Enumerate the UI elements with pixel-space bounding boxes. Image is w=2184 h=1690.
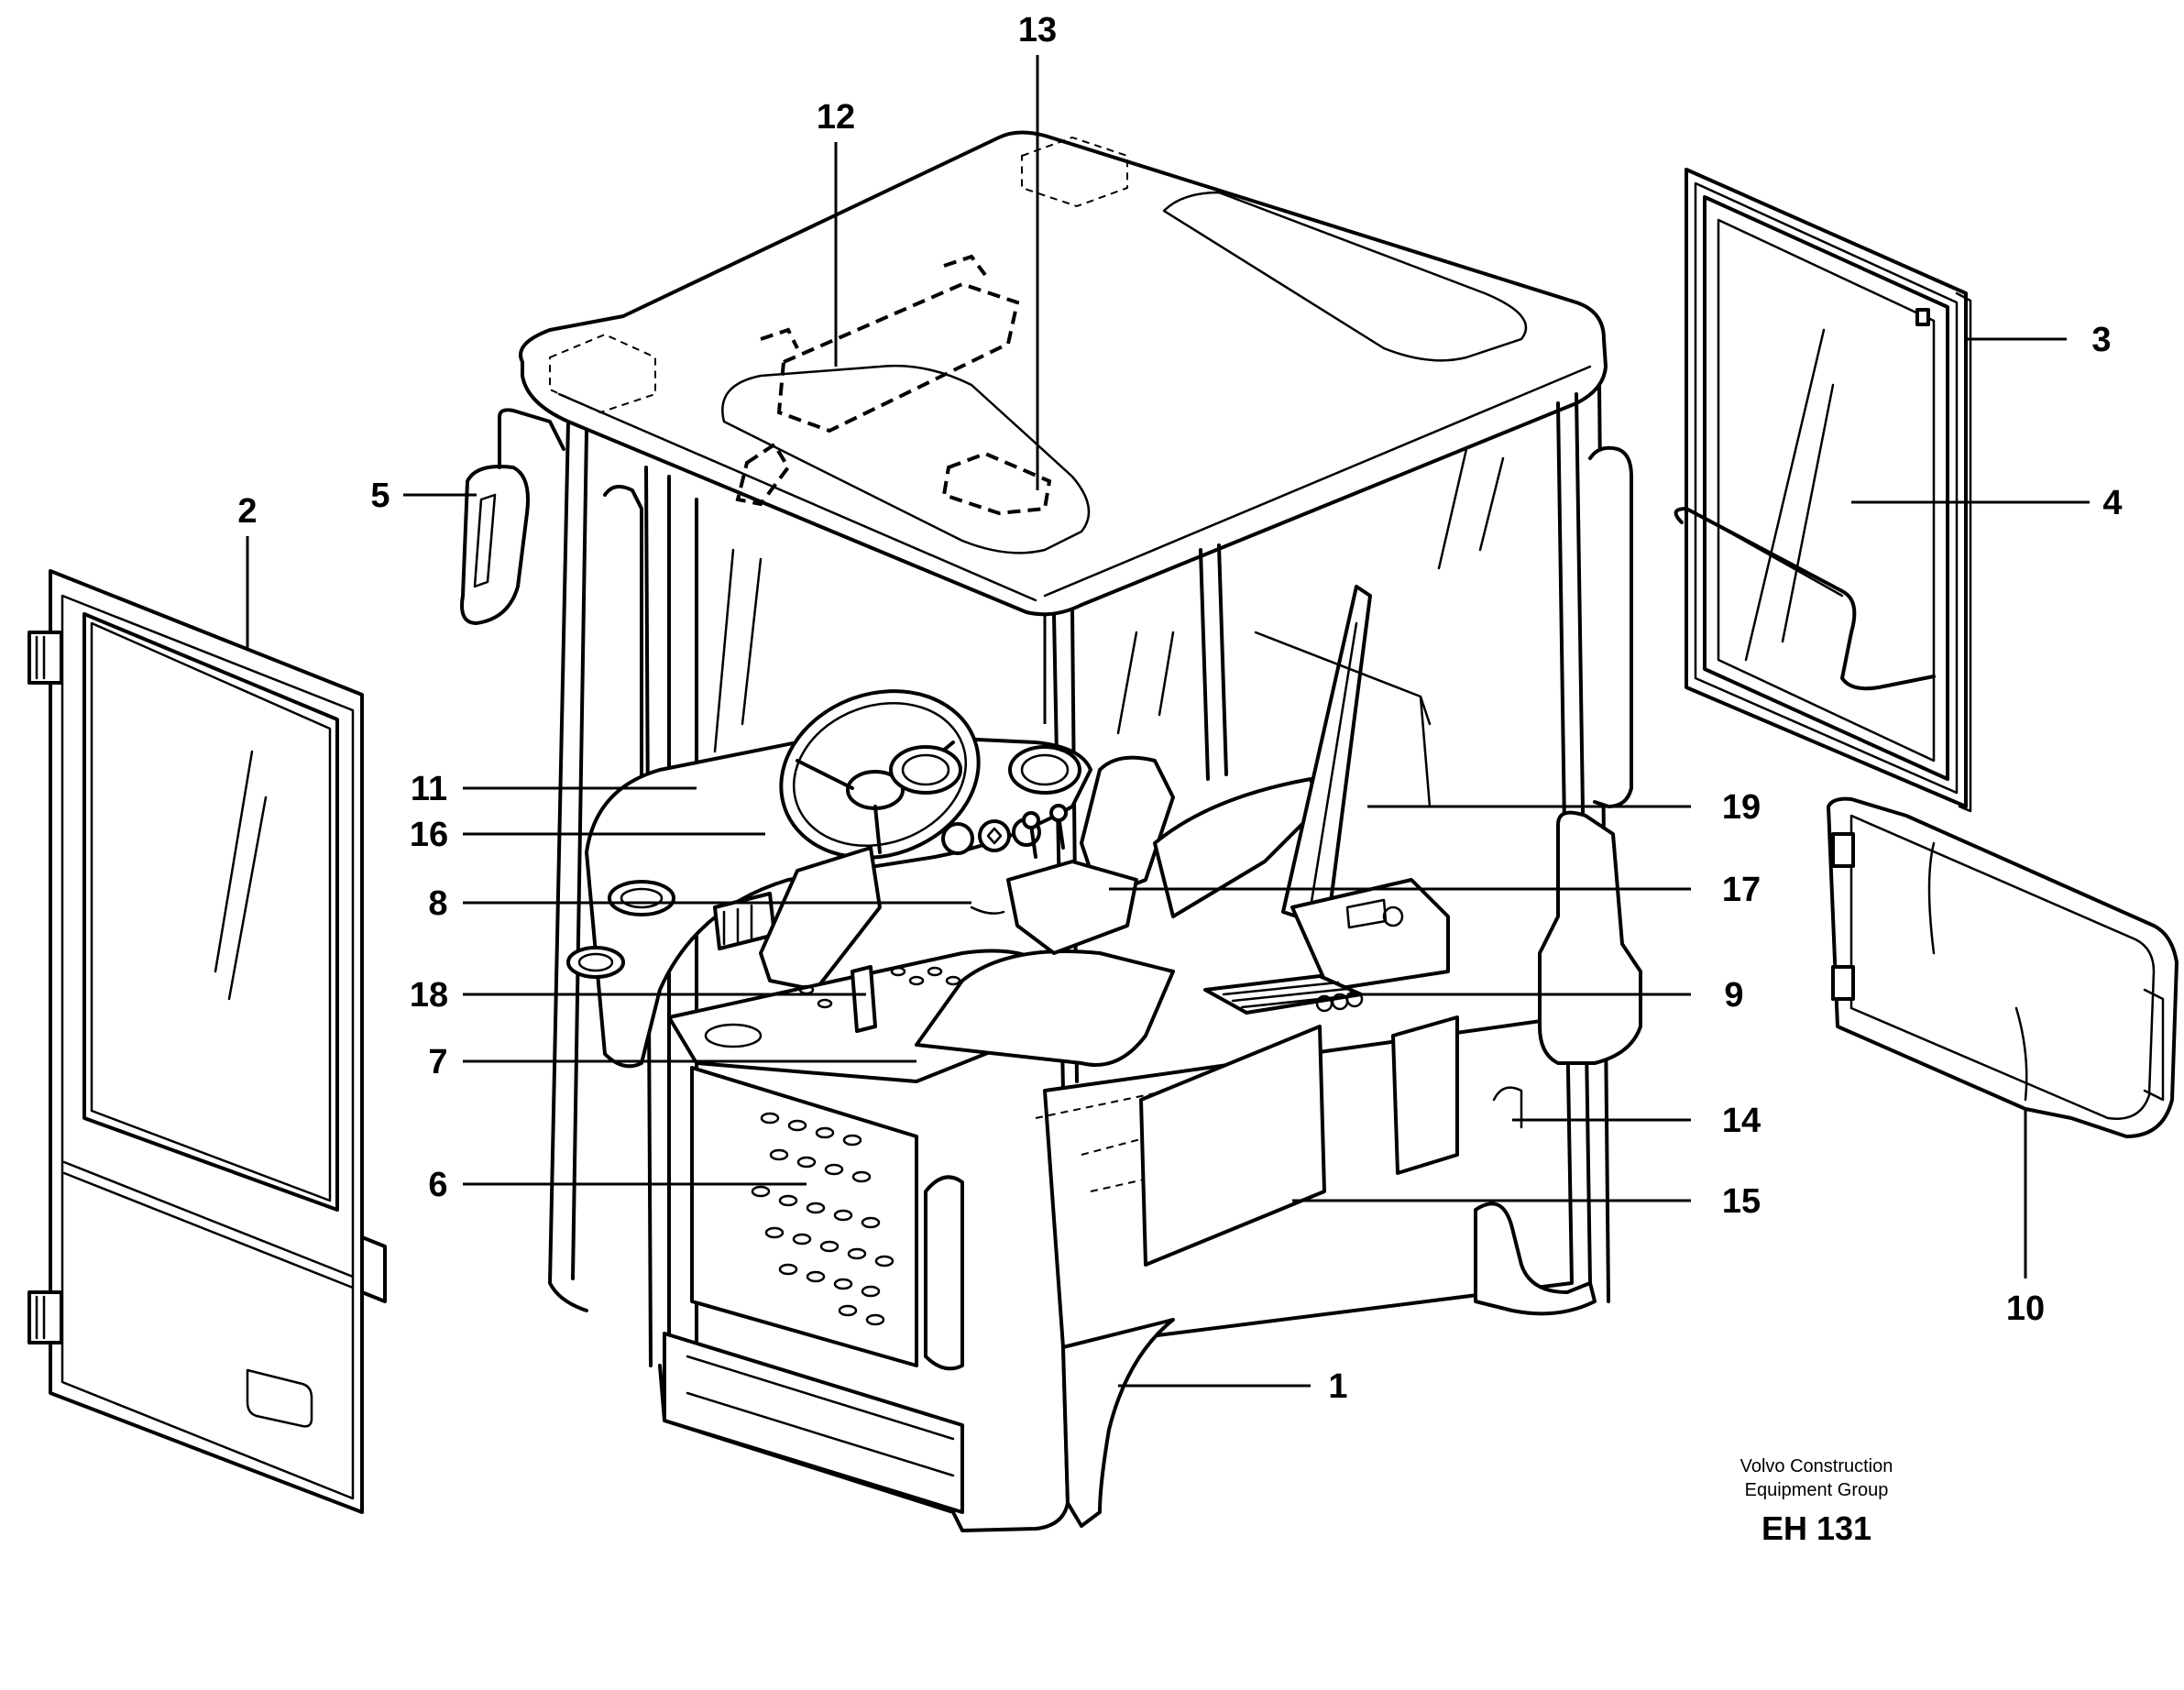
mirror-drawing	[460, 408, 565, 625]
callout-1: 1	[1328, 1367, 1347, 1406]
callout-15: 15	[1722, 1182, 1761, 1221]
callout-18: 18	[410, 976, 448, 1015]
callout-5: 5	[370, 477, 390, 515]
callout-8: 8	[428, 884, 447, 923]
callout-17: 17	[1722, 871, 1761, 909]
callout-4: 4	[2102, 484, 2122, 522]
leader-lines	[246, 55, 2090, 1388]
callout-9: 9	[1724, 976, 1743, 1015]
callout-6: 6	[428, 1166, 447, 1204]
callout-13: 13	[1018, 11, 1057, 49]
left-door-drawing	[27, 569, 387, 1514]
callout-10: 10	[2006, 1289, 2045, 1328]
dashboard-drawing	[566, 585, 1642, 1267]
callout-19: 19	[1722, 788, 1761, 827]
callout-2: 2	[237, 492, 257, 531]
callout-12: 12	[817, 98, 855, 137]
callout-16: 16	[410, 816, 448, 854]
credit-block: Volvo Construction Equipment Group EH 13…	[1740, 1456, 1893, 1547]
callout-7: 7	[428, 1043, 447, 1081]
callout-11: 11	[411, 770, 447, 808]
callout-labels: 13 12 2 5 3 4 11 16 8 18 7 6 19 17 9 14 …	[237, 11, 2122, 1406]
steering-wheel-drawing	[779, 689, 981, 860]
credit-line-2: Equipment Group	[1745, 1480, 1889, 1500]
side-panel-drawing	[1827, 796, 2179, 1138]
right-door-drawing	[1674, 168, 1972, 813]
callout-14: 14	[1722, 1102, 1761, 1140]
credit-line-1: Volvo Construction	[1740, 1456, 1893, 1476]
drawing-code: EH 131	[1761, 1509, 1871, 1547]
callout-3: 3	[2091, 321, 2111, 359]
